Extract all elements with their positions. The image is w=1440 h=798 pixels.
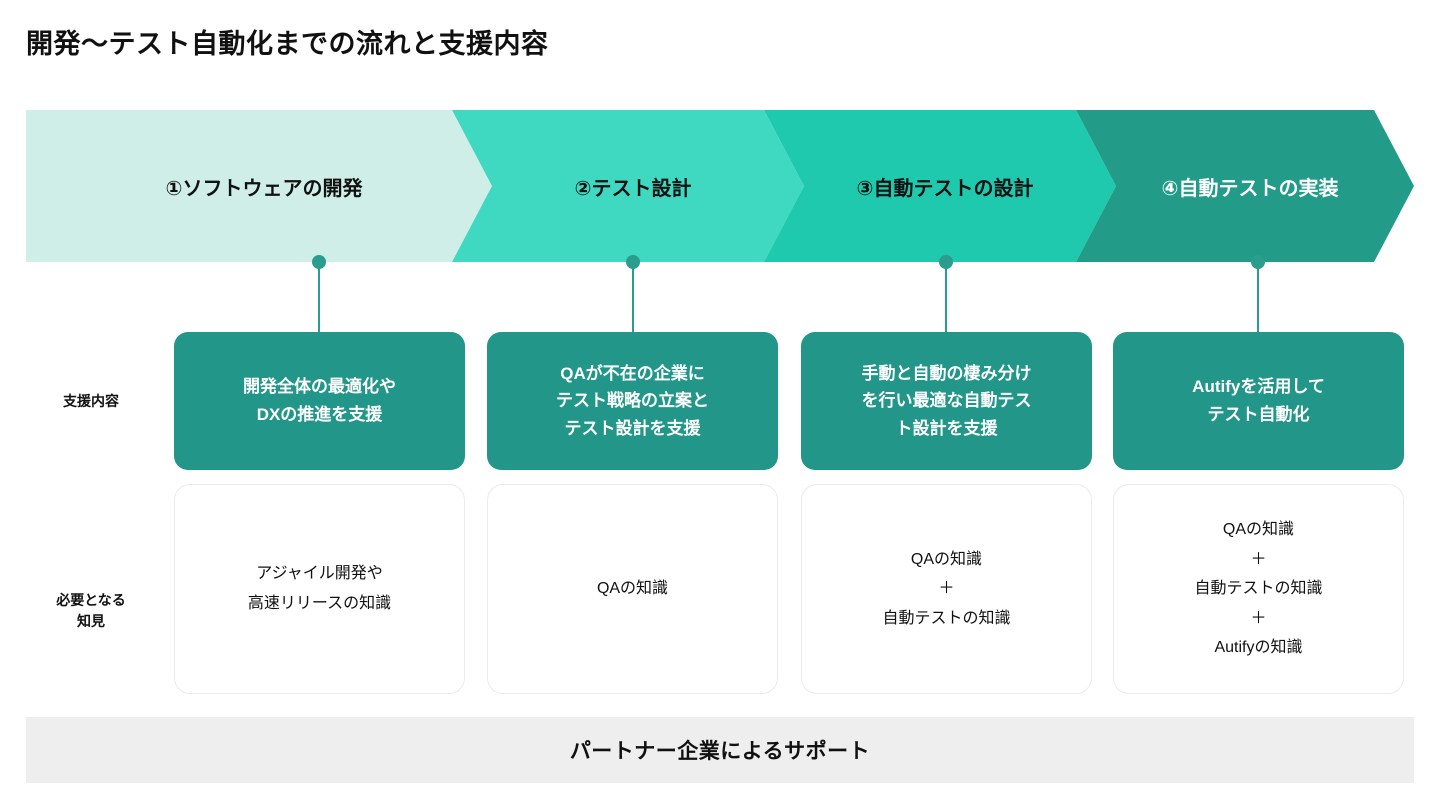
connector-line-4 [1257,262,1259,334]
support-card-4[interactable]: Autifyを活用して テスト自動化 [1113,332,1404,470]
knowledge-card-3-text: QAの知識 ＋ 自動テストの知識 [882,550,1011,627]
footer-support-bar: パートナー企業によるサポート [26,717,1414,783]
process-step-2[interactable]: ②テスト設計 [452,110,804,262]
connector-line-1 [318,262,320,334]
process-step-1[interactable]: ①ソフトウェアの開発 [26,110,492,262]
process-step-3-label: ③自動テストの設計 [856,177,1034,200]
support-card-1-text: 開発全体の最適化や DXの推進を支援 [243,377,396,424]
knowledge-card-2-text: QAの知識 [596,580,669,598]
connector-line-3 [945,262,947,334]
support-card-1[interactable]: 開発全体の最適化や DXの推進を支援 [174,332,465,470]
support-card-3[interactable]: 手動と自動の棲み分け を行い最適な自動テス ト設計を支援 [801,332,1092,470]
knowledge-card-4[interactable]: QAの知識 ＋ 自動テストの知識 ＋ Autifyの知識 [1113,484,1404,694]
process-step-1-label: ①ソフトウェアの開発 [165,177,363,200]
process-step-3[interactable]: ③自動テストの設計 [764,110,1116,262]
connector-line-2 [632,262,634,334]
process-step-4[interactable]: ④自動テストの実装 [1076,110,1414,262]
knowledge-card-4-text: QAの知識 ＋ 自動テストの知識 ＋ Autifyの知識 [1194,521,1323,657]
process-step-2-label: ②テスト設計 [574,177,692,200]
footer-support-label: パートナー企業によるサポート [569,740,871,763]
knowledge-card-2[interactable]: QAの知識 [487,484,778,694]
support-card-4-text: Autifyを活用して テスト自動化 [1192,377,1325,424]
knowledge-card-1[interactable]: アジャイル開発や 高速リリースの知識 [174,484,465,694]
support-card-2-text: QAが不在の企業に テスト戦略の立案と テスト設計を支援 [556,363,709,438]
process-step-4-label: ④自動テストの実装 [1161,177,1339,200]
row-label-knowledge-text: 必要となる 知見 [56,592,126,629]
page-title: 開発〜テスト自動化までの流れと支援内容 [26,29,549,59]
support-card-2[interactable]: QAが不在の企業に テスト戦略の立案と テスト設計を支援 [487,332,778,470]
support-card-3-text: 手動と自動の棲み分け を行い最適な自動テス ト設計を支援 [861,363,1032,438]
row-label-support-text: 支援内容 [63,393,119,409]
knowledge-card-3[interactable]: QAの知識 ＋ 自動テストの知識 [801,484,1092,694]
row-label-knowledge: 必要となる 知見 [26,570,156,631]
process-arrow-band: ①ソフトウェアの開発 ②テスト設計 ③自動テストの設計 ④自動テストの実装 [26,110,1414,262]
knowledge-card-1-text: アジャイル開発や 高速リリースの知識 [247,565,392,612]
row-label-support: 支援内容 [26,391,156,411]
